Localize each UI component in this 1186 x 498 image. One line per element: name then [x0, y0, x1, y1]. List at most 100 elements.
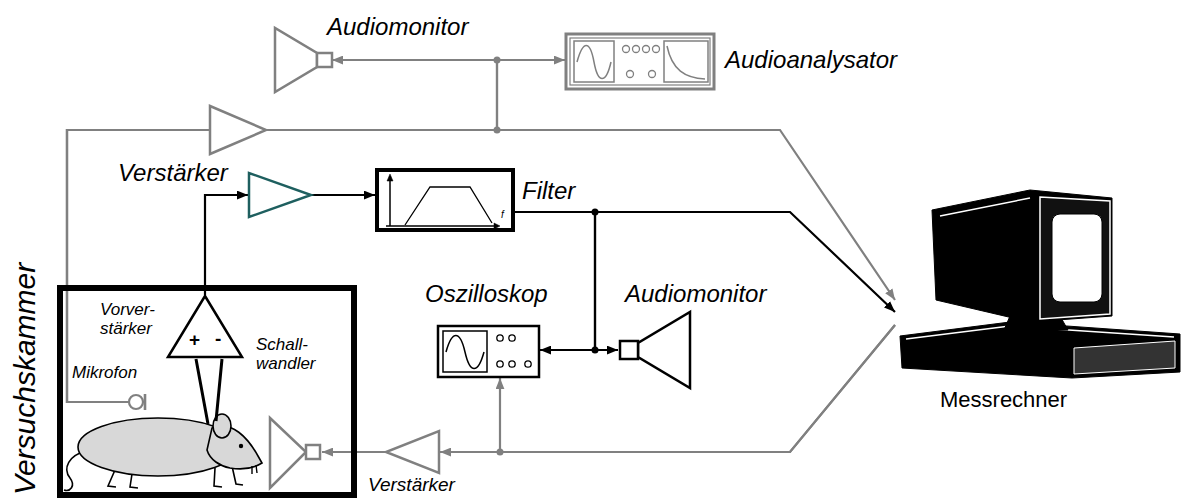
- control-knob: [509, 335, 515, 341]
- node-label: Mikrofon: [72, 364, 137, 383]
- signal-trace: [577, 46, 611, 79]
- microphone: Mikrofon: [72, 364, 150, 414]
- amplifier-symbol: [210, 106, 266, 154]
- control-knob: [627, 71, 634, 78]
- junction-dot: [494, 127, 501, 134]
- symbol-label: -: [215, 329, 221, 350]
- monitor-housing: [932, 190, 1112, 322]
- symbol-label: +: [189, 330, 200, 351]
- control-knob: [643, 46, 650, 53]
- analyzer-housing: [566, 34, 714, 89]
- mouse-teeth: [252, 465, 257, 474]
- symbol-label: f: [501, 209, 504, 220]
- amplifier-symbol: [249, 173, 311, 217]
- label-holder: Messrechner: [940, 388, 1067, 412]
- control-knob: [653, 46, 660, 53]
- control-knob: [633, 46, 640, 53]
- label-holder: +: [189, 330, 200, 351]
- oscilloscope: Oszilloskop: [437, 325, 540, 378]
- signal-connector: [500, 325, 895, 452]
- node-label: Vorver- stärker: [100, 301, 166, 338]
- amplifier: Verstärker: [385, 430, 440, 474]
- node-label: Versuchskammer: [8, 263, 41, 495]
- audio-analyzer-shape: [565, 33, 715, 90]
- signal-connector: [312, 194, 375, 196]
- bandpass-curve: [405, 187, 492, 225]
- label-holder: Schall- wandler: [256, 336, 322, 373]
- speaker: Audiomonitor: [618, 310, 692, 390]
- transducer-symbol: [270, 418, 306, 488]
- signal-connector: [67, 60, 565, 402]
- microphone-symbol: [144, 394, 147, 410]
- label-holder: -: [215, 329, 221, 350]
- node-label: Audiomonitor: [625, 281, 766, 307]
- preamplifier: Vorver- stärker: [100, 295, 244, 359]
- signal-connector: [67, 130, 895, 402]
- speaker-cone: [275, 28, 317, 92]
- computer-shape: [895, 185, 1182, 416]
- chamber-box: VersuchskammerMikrofonVorver- stärkerSch…: [57, 285, 357, 498]
- label-holder: Versuchskammer: [8, 263, 41, 495]
- plot-axis-arrow: [494, 223, 500, 229]
- mouse-tail: [64, 452, 84, 490]
- filter-box: Filter: [375, 168, 515, 232]
- speaker: Audiomonitor: [273, 28, 332, 92]
- label-holder: Verstärker: [368, 475, 455, 494]
- node-label: Audioanalysator: [725, 47, 897, 73]
- speaker-shape: [273, 28, 332, 92]
- plot-axis: [386, 225, 495, 227]
- label-holder: Mikrofon: [72, 364, 137, 383]
- control-knob: [509, 361, 515, 367]
- microphone-cable: [72, 401, 129, 403]
- node-label: Verstärker: [118, 160, 228, 186]
- control-knob: [497, 361, 503, 367]
- control-knob: [525, 361, 531, 367]
- spectrum-trace: [667, 46, 705, 79]
- control-knob: [623, 46, 630, 53]
- filter-box-shape: [379, 172, 511, 228]
- junction-dot: [494, 57, 501, 64]
- analyzer-screen: [664, 41, 708, 82]
- junction-dot: [592, 209, 599, 216]
- transducer-symbol: [306, 445, 320, 459]
- speaker-cone: [638, 312, 690, 388]
- microphone-symbol: [129, 395, 143, 409]
- sound-transducer: Schall- wandler: [256, 335, 322, 492]
- label-holder: Audiomonitor: [327, 14, 468, 40]
- amplifier-symbol: [386, 431, 439, 473]
- signal-trace: [446, 336, 484, 369]
- label-holder: Oszilloskop: [425, 281, 548, 307]
- label-holder: f: [501, 209, 504, 220]
- oscilloscope-screen: [443, 331, 487, 372]
- amplifier: Verstärker: [248, 172, 312, 218]
- amplifier-shape: [248, 172, 312, 218]
- electrode-wire: [196, 359, 222, 424]
- amplifier-shape: [385, 430, 440, 474]
- label-holder: Vorver- stärker: [100, 301, 166, 338]
- speaker-magnet: [317, 53, 332, 67]
- node-label: Schall- wandler: [256, 336, 322, 373]
- monitor-bezel: [1040, 197, 1110, 319]
- node-label: Messrechner: [940, 388, 1067, 412]
- signal-connector: [205, 195, 248, 295]
- signal-connector: [515, 212, 895, 312]
- speaker-shape: [618, 310, 692, 390]
- oscilloscope-housing: [438, 326, 539, 377]
- control-knob: [497, 335, 503, 341]
- computer: Messrechner: [895, 185, 1182, 416]
- audio-analyzer: Audioanalysator: [565, 33, 715, 90]
- node-label: Oszilloskop: [425, 281, 548, 307]
- preamplifier-symbol: [168, 296, 242, 357]
- control-knob: [649, 71, 656, 78]
- junction-dot: [592, 347, 599, 354]
- plot-axis: [389, 179, 391, 226]
- monitor-screen: [1052, 214, 1102, 302]
- node-label: Filter: [522, 178, 575, 204]
- label-holder: Filter: [522, 178, 575, 204]
- label-holder: Audiomonitor: [625, 281, 766, 307]
- label-holder: Audioanalysator: [725, 47, 897, 73]
- node-label: Verstärker: [368, 475, 455, 494]
- node-label: Audiomonitor: [327, 14, 468, 40]
- junction-dot: [497, 449, 504, 456]
